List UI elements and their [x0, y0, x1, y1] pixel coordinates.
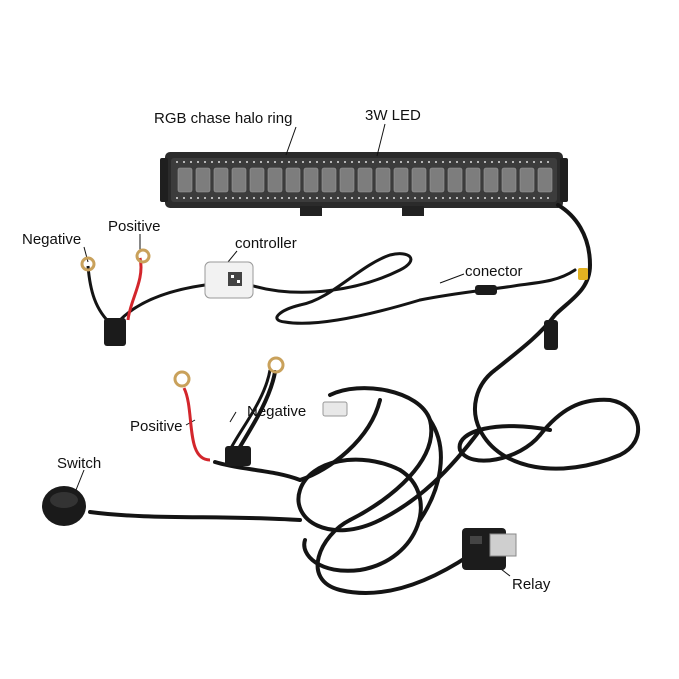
label-connector: conector — [465, 263, 523, 280]
label-relay: Relay — [512, 576, 551, 593]
label-rgb-chase-halo-ring: RGB chase halo ring — [154, 110, 293, 127]
controller-box — [204, 261, 254, 299]
led-light-bar — [160, 152, 568, 216]
rocker-switch — [42, 486, 86, 526]
label-positive-bottom: Positive — [130, 418, 183, 435]
relay — [462, 528, 517, 570]
label-controller: controller — [235, 235, 297, 252]
label-positive-top: Positive — [108, 218, 161, 235]
controller-harness — [118, 252, 577, 325]
controller-connector — [475, 285, 497, 295]
label-negative-bottom: Negative — [247, 403, 307, 420]
label-switch: Switch — [57, 455, 102, 472]
label-negative-top: Negative — [22, 231, 82, 248]
top-power-leads — [80, 248, 151, 346]
connector-plug — [544, 268, 588, 350]
bottom-power-leads — [173, 356, 348, 466]
label-3w-led: 3W LED — [365, 107, 421, 124]
main-harness — [88, 203, 640, 595]
